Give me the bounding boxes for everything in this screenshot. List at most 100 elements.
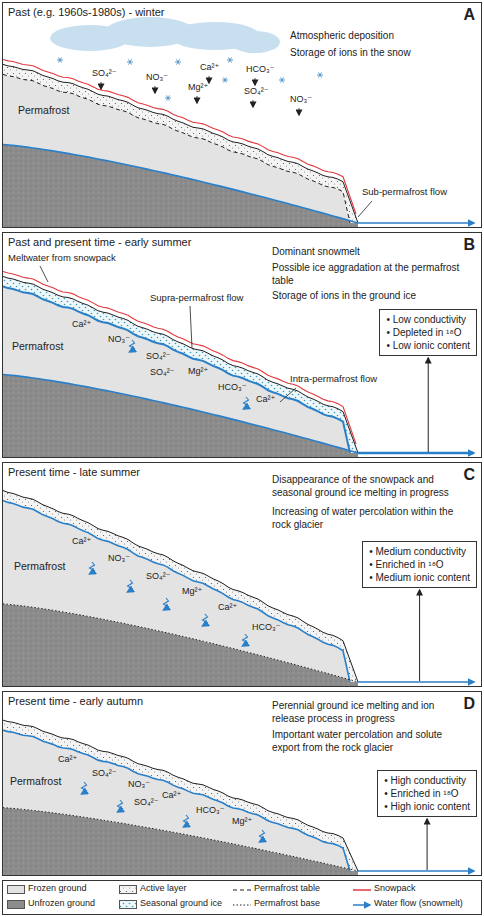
legend-sample bbox=[353, 884, 371, 896]
percolation-arrow bbox=[82, 782, 87, 794]
annotation: Permafrost bbox=[18, 104, 69, 117]
ion-label: Ca²⁺ bbox=[162, 790, 181, 801]
property-box: • Low conductivity• Depleted in ¹⁸O• Low… bbox=[379, 309, 477, 356]
snowflake bbox=[177, 59, 180, 64]
legend-sample bbox=[119, 899, 137, 911]
snowflake bbox=[59, 57, 62, 62]
percolation-arrow bbox=[260, 830, 265, 842]
snowflake bbox=[167, 95, 170, 100]
ion-label: NO₃⁻ bbox=[146, 72, 168, 83]
snowflake bbox=[281, 77, 284, 82]
frozen-ground bbox=[3, 276, 358, 453]
annotation: Sub-permafrost flow bbox=[362, 186, 447, 198]
legend-sample bbox=[233, 899, 251, 911]
annotation: Atmospheric deposition bbox=[290, 30, 480, 43]
ion-label: Ca²⁺ bbox=[218, 602, 237, 613]
ion-label: NO₃⁻ bbox=[108, 334, 130, 345]
panel-letter: D bbox=[463, 694, 475, 714]
ion-label: SO₄²⁻ bbox=[92, 768, 116, 779]
ion-label: Mg²⁺ bbox=[232, 816, 252, 827]
property-item: • Medium conductivity bbox=[369, 545, 470, 558]
annotation: Permafrost bbox=[10, 775, 61, 788]
ion-label: SO₄²⁻ bbox=[150, 367, 174, 378]
permafrost-base bbox=[3, 375, 358, 453]
outflow-arrow bbox=[358, 870, 474, 872]
ion-label: SO₄²⁻ bbox=[92, 68, 116, 79]
property-item: • Enriched in ¹⁸O bbox=[384, 787, 470, 800]
snowflake bbox=[167, 95, 170, 100]
ion-label: Ca²⁺ bbox=[200, 62, 219, 73]
ion-label: Ca²⁺ bbox=[256, 394, 275, 405]
snowflake bbox=[224, 77, 227, 82]
property-box: • High conductivity• Enriched in ¹⁸O• Hi… bbox=[377, 770, 477, 817]
percolation-arrow bbox=[90, 562, 95, 574]
snowflake bbox=[129, 59, 132, 64]
annotation: Permafrost bbox=[14, 560, 65, 573]
leader-line bbox=[40, 266, 48, 282]
ion-label: Ca²⁺ bbox=[72, 536, 91, 547]
deposition-arrow bbox=[155, 86, 156, 93]
leader-line bbox=[358, 201, 372, 217]
panel-title: Present time - late summer bbox=[8, 466, 140, 480]
annotation: Perennial ground ice melting and ion rel… bbox=[272, 700, 462, 725]
panel-letter: C bbox=[463, 465, 475, 485]
terrain bbox=[3, 17, 474, 875]
panel-title: Past (e.g. 1960s-1980s) - winter bbox=[8, 6, 165, 20]
snowflake bbox=[59, 57, 62, 62]
ion-label: Mg²⁺ bbox=[182, 586, 202, 597]
annotation: Dominant snowmelt bbox=[272, 246, 462, 259]
ion-label: Mg²⁺ bbox=[188, 82, 208, 93]
property-item: • Low ionic content bbox=[386, 339, 470, 352]
legend-text: Frozen ground bbox=[28, 883, 87, 894]
ion-label: NO₃⁻ bbox=[108, 553, 130, 564]
ion-label: HCO₃⁻ bbox=[246, 64, 274, 75]
ion-label: Ca²⁺ bbox=[72, 319, 91, 330]
sampling-arrow bbox=[427, 819, 428, 870]
permafrost-base bbox=[3, 808, 358, 871]
snowflake bbox=[229, 57, 232, 62]
annotation: Supra-permafrost flow bbox=[150, 292, 243, 304]
leader-line bbox=[190, 306, 192, 348]
percolation-arrow bbox=[244, 397, 249, 409]
ion-label: HCO₃⁻ bbox=[252, 622, 280, 633]
panel-title: Past and present time - early summer bbox=[8, 236, 191, 250]
panel-letter: A bbox=[463, 5, 475, 25]
permafrost-table bbox=[3, 286, 350, 453]
percolation-arrow bbox=[130, 340, 135, 352]
property-item: • High ionic content bbox=[384, 800, 470, 813]
annotation: Permafrost bbox=[12, 340, 63, 353]
legend-swatch bbox=[7, 885, 25, 894]
panel-title: Present time - early autumn bbox=[8, 695, 143, 709]
property-item: • High conductivity bbox=[384, 774, 470, 787]
snowflake bbox=[319, 72, 322, 77]
legend-sample bbox=[353, 899, 371, 911]
deposition-arrow bbox=[253, 100, 254, 107]
outflow-arrow bbox=[358, 222, 474, 224]
annotation: Storage of ions in the ground ice bbox=[272, 290, 462, 303]
legend-text: Permafrost table bbox=[254, 883, 320, 894]
ion-label: SO₄²⁻ bbox=[146, 351, 170, 362]
deposition-arrow bbox=[209, 76, 210, 83]
permafrost-base bbox=[3, 145, 358, 223]
legend-text: Unfrozen ground bbox=[28, 898, 95, 909]
legend-text: Water flow (snowmelt) bbox=[374, 898, 463, 909]
percolation-arrow bbox=[184, 815, 189, 827]
frozen-ground bbox=[3, 64, 358, 223]
percolation-arrow bbox=[243, 634, 248, 646]
ion-label: SO₄²⁻ bbox=[146, 571, 170, 582]
legend-text: Active layer bbox=[140, 883, 187, 894]
legend-sample bbox=[233, 884, 251, 896]
outflow-arrow bbox=[358, 452, 474, 455]
annotation: Storage of ions in the snow bbox=[290, 47, 480, 60]
percolation-arrow bbox=[128, 580, 133, 592]
snowflake bbox=[177, 59, 180, 64]
property-item: • Depleted in ¹⁸O bbox=[386, 326, 470, 339]
ion-label: HCO₃⁻ bbox=[218, 382, 246, 393]
snowflake bbox=[129, 59, 132, 64]
property-item: • Enriched in ¹⁸O bbox=[369, 558, 470, 571]
ground-surface bbox=[3, 64, 358, 223]
snowflake bbox=[229, 57, 232, 62]
legend-swatch bbox=[7, 900, 25, 909]
ion-label: NO₃⁻ bbox=[128, 779, 150, 790]
sampling-arrow bbox=[419, 590, 420, 681]
